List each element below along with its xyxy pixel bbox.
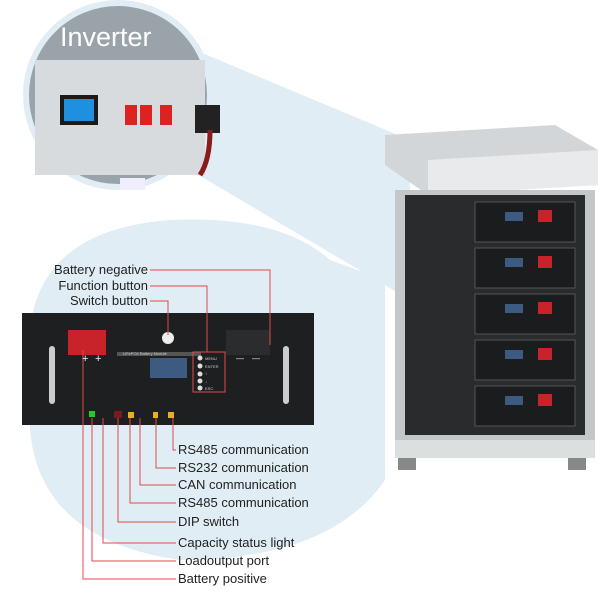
label-dip-switch: DIP switch [178, 514, 240, 529]
enter-label: ENTER [205, 363, 219, 369]
menu-label: MENU [205, 356, 217, 361]
positive-terminal [68, 330, 106, 355]
negative-terminal [226, 330, 270, 355]
function-button-box [192, 351, 226, 393]
up-label: ↑ [205, 371, 207, 376]
label-switch-button: Switch button [69, 293, 148, 308]
module-nameplate: LiFePO4 Battery Module [123, 351, 167, 356]
label-loadoutput: Loadoutput port [178, 553, 270, 568]
zoom-beam [190, 50, 410, 300]
positive-mark-1: + [82, 353, 89, 365]
label-capacity-light: Capacity status light [178, 535, 295, 550]
negative-mark-1: — [236, 354, 244, 363]
label-rs485-top: RS485 communication [178, 442, 309, 457]
label-rs232: RS232 communication [178, 460, 309, 475]
label-rs485: RS485 communication [178, 495, 309, 510]
dip-switch [114, 411, 122, 418]
label-can: CAN communication [178, 477, 297, 492]
label-battery-positive: Battery positive [178, 571, 267, 586]
inverter-closeup [23, 0, 220, 190]
leader-lines [82, 269, 271, 580]
lcd-button-labels: MENU ENTER ↑ ↓ ESC [205, 355, 219, 393]
positive-mark-2: + [95, 353, 102, 365]
battery-rack [385, 125, 598, 470]
lcd-screen [150, 358, 187, 378]
esc-label: ESC [205, 386, 214, 391]
negative-mark-2: — [252, 354, 260, 363]
switch-button [162, 332, 174, 344]
down-label: ↓ [205, 378, 207, 384]
label-function-button: Function button [58, 278, 148, 293]
label-battery-negative: Battery negative [54, 262, 148, 277]
load-output-port [89, 411, 95, 417]
inverter-title: Inverter [60, 22, 152, 52]
